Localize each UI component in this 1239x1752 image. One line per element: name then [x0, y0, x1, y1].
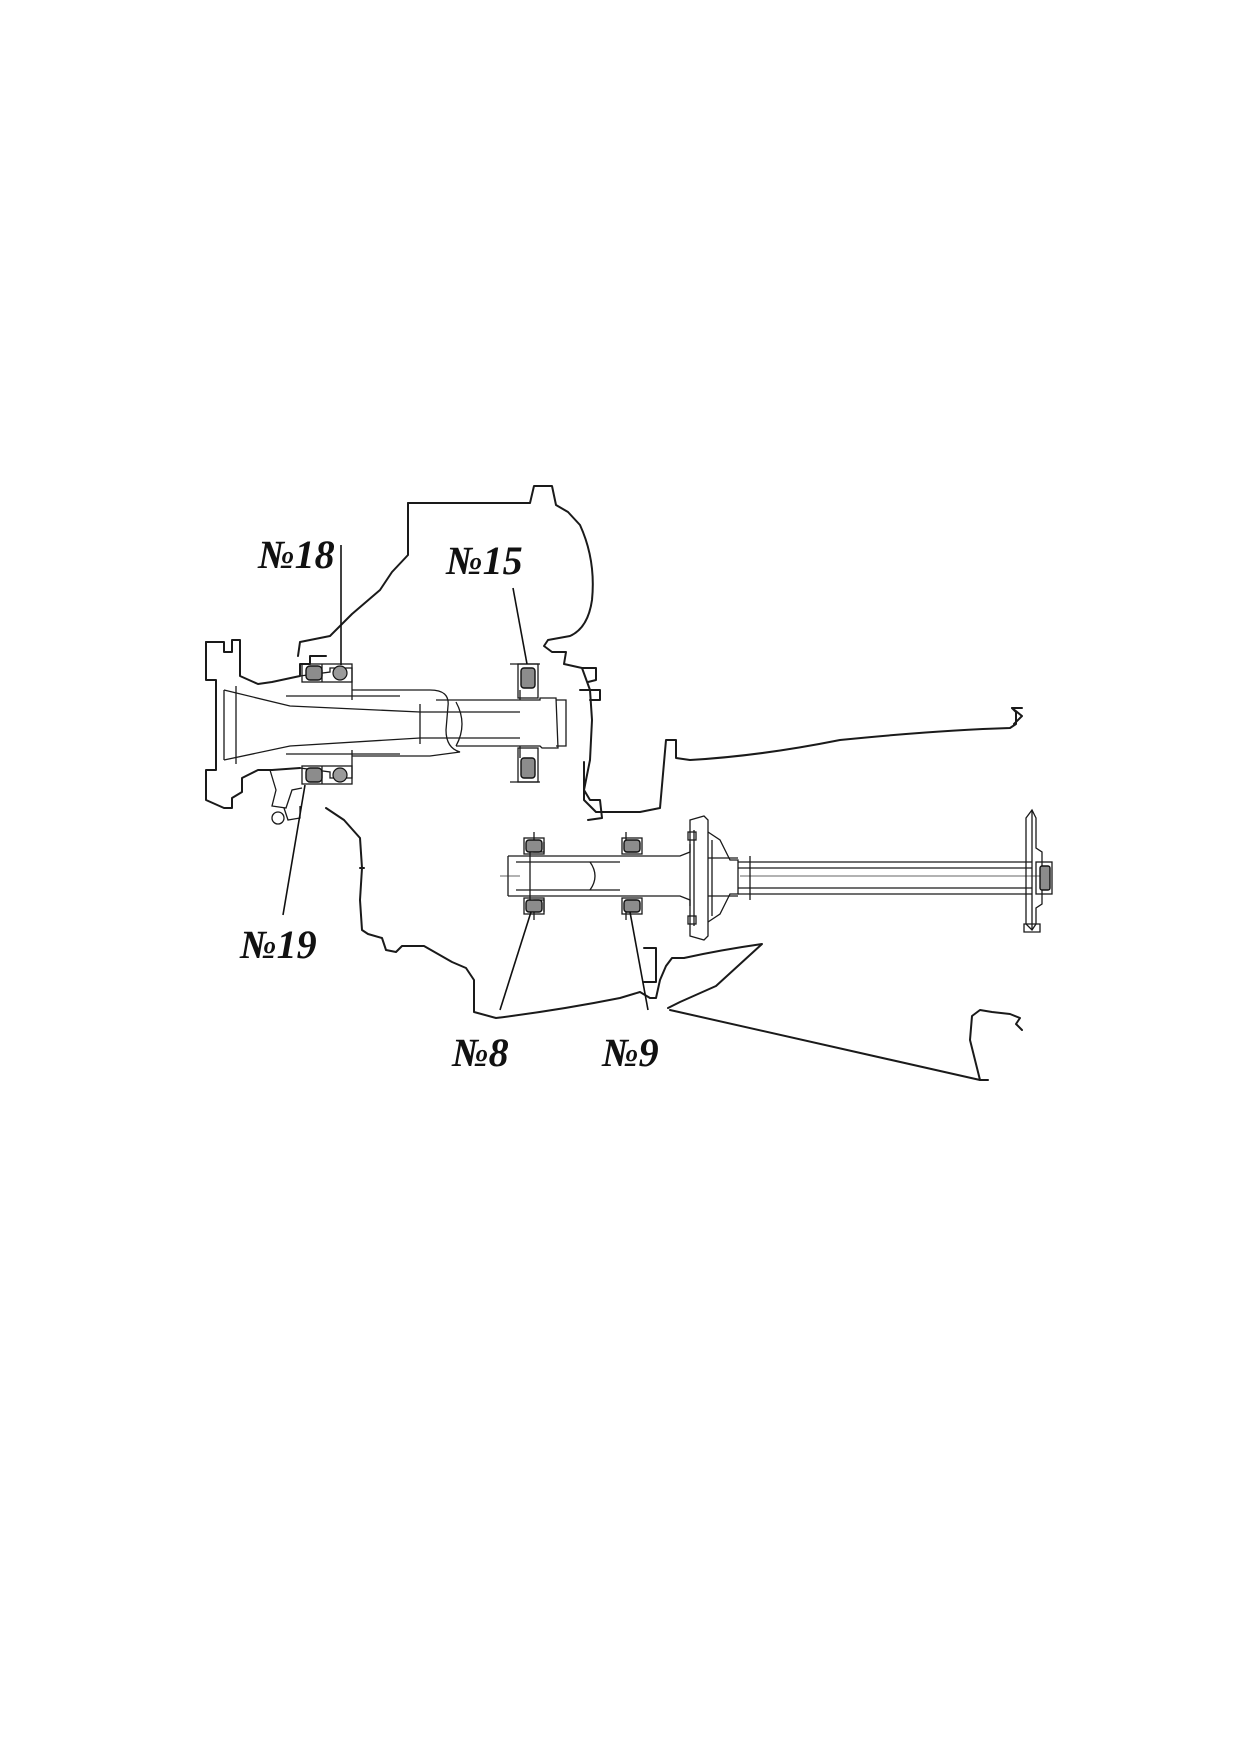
- leader-9: [629, 911, 649, 1011]
- leader-8: [499, 911, 532, 1011]
- callout-18: №18: [257, 532, 335, 577]
- leader-19: [282, 784, 306, 916]
- housing-outline: [297, 485, 1023, 821]
- callout-labels: №18 №15 №19 №8 №9: [239, 532, 659, 1075]
- lower-housing-outline: [325, 807, 1023, 1081]
- callout-9: №9: [601, 1030, 659, 1075]
- callout-19: №19: [239, 922, 317, 967]
- callout-15: №15: [445, 538, 523, 583]
- output-shaft: [500, 808, 1053, 941]
- main-shaft: [269, 689, 567, 825]
- bearing-15-assembly: [510, 663, 540, 783]
- leader-lines: [282, 545, 649, 1011]
- bearing-18-19-assembly: [301, 663, 353, 785]
- callout-8: №8: [451, 1030, 509, 1075]
- leader-15: [512, 587, 528, 665]
- output-flange: [205, 639, 520, 809]
